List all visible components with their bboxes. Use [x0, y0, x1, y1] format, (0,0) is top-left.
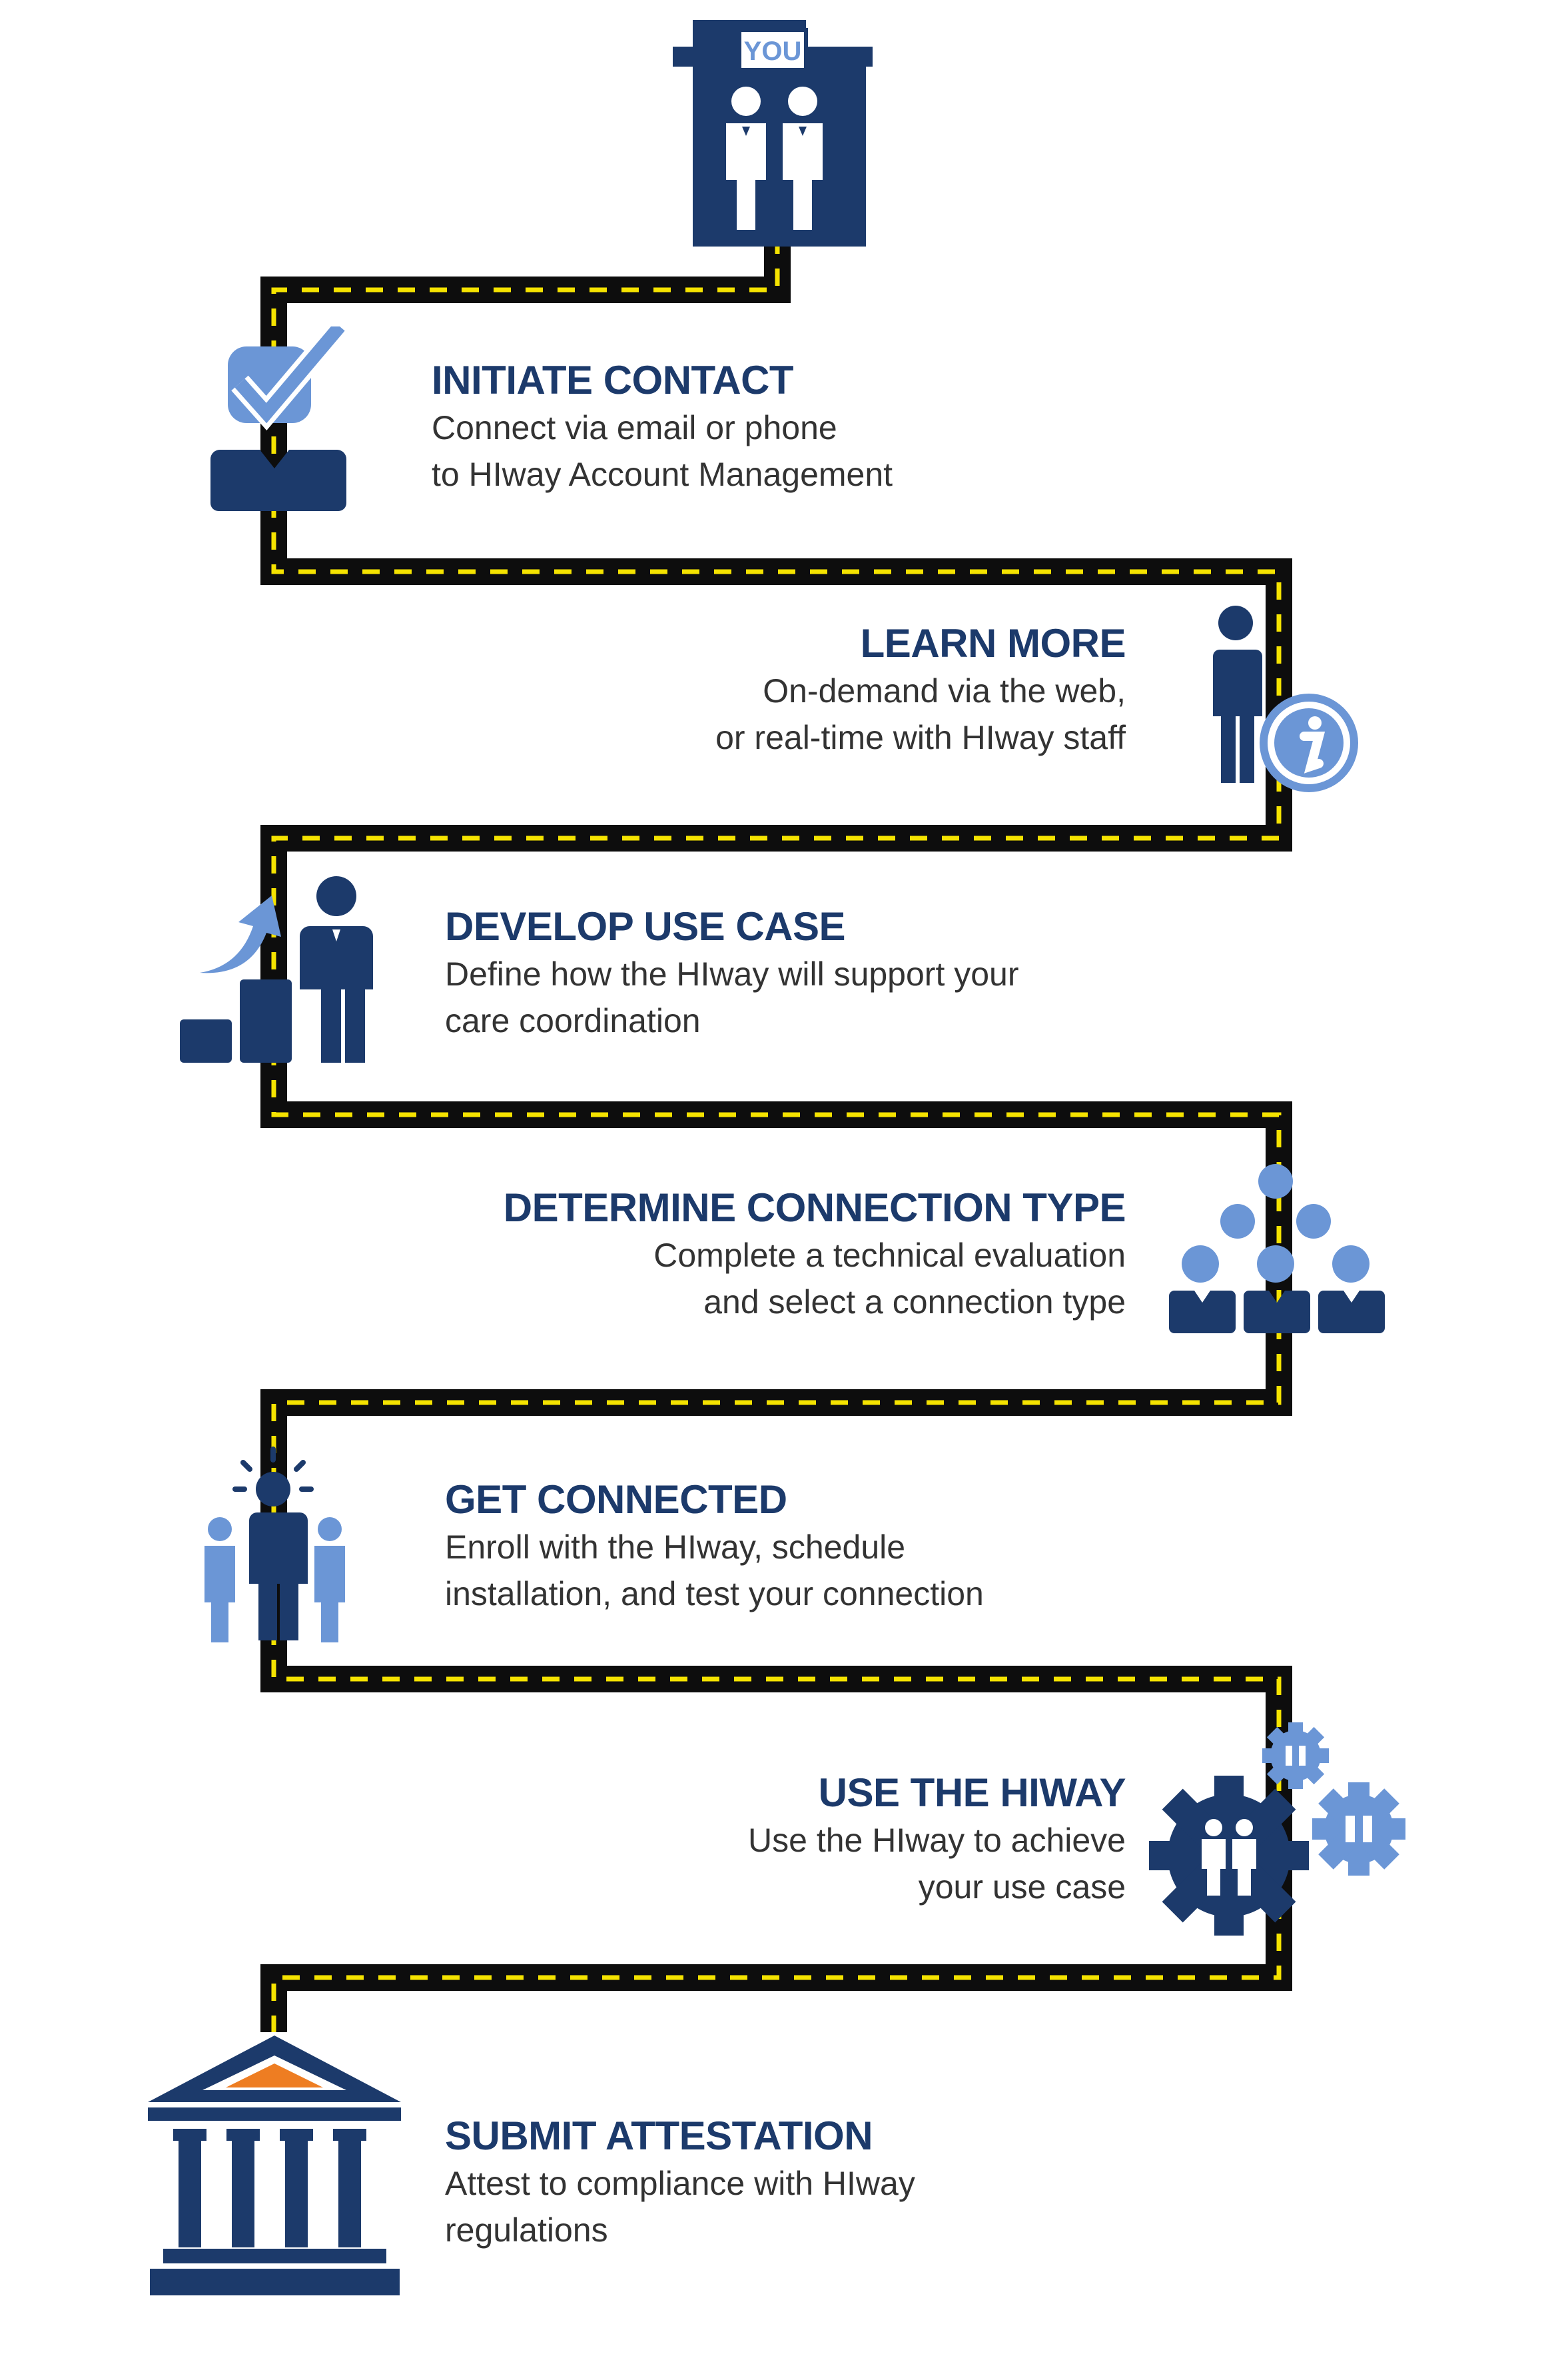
step-description-line: Complete a technical evaluation [653, 1237, 1126, 1274]
step-get-connected: GET CONNECTED Enroll with the HIway, sch… [445, 1476, 1178, 1617]
step-learn-more: LEARN MORE On-demand via the web, or rea… [393, 620, 1126, 761]
step-description: Define how the HIway will support your c… [445, 951, 1178, 1044]
step-description: Enroll with the HIway, schedule installa… [445, 1524, 1178, 1617]
step-description: Attest to compliance with HIway regulati… [445, 2160, 1178, 2253]
info-person-icon [1213, 606, 1358, 792]
step-description-line: and select a connection type [703, 1283, 1126, 1321]
step-initiate-contact: INITIATE CONTACT Connect via email or ph… [432, 356, 1164, 498]
step-submit-attestation: SUBMIT ATTESTATION Attest to compliance … [445, 2112, 1178, 2253]
step-title: INITIATE CONTACT [432, 358, 794, 402]
two-people [726, 87, 823, 230]
step-title: DETERMINE CONNECTION TYPE [503, 1185, 1126, 1230]
step-description-line: your use case [918, 1868, 1126, 1906]
step-description-line: or real-time with HIway staff [715, 719, 1126, 756]
step-description-line: care coordination [445, 1002, 701, 1039]
leader-group-icon [204, 1447, 345, 1642]
road-center-dashes [271, 237, 1282, 2032]
step-description-line: Define how the HIway will support your [445, 955, 1019, 993]
step-description-line: Enroll with the HIway, schedule [445, 1528, 906, 1566]
step-description: Use the HIway to achieve your use case [393, 1817, 1126, 1910]
step-description: On-demand via the web, or real-time with… [393, 668, 1126, 761]
step-description-line: Use the HIway to achieve [748, 1822, 1126, 1859]
step-description: Complete a technical evaluation and sele… [393, 1232, 1126, 1325]
growth-person-icon [180, 876, 373, 1063]
start-sign-icon: YOU [673, 20, 873, 247]
step-determine-connection-type: DETERMINE CONNECTION TYPE Complete a tec… [393, 1184, 1126, 1325]
network-people-icon [1169, 1164, 1385, 1333]
checkmark-person-icon [210, 326, 348, 511]
step-develop-use-case: DEVELOP USE CASE Define how the HIway wi… [445, 903, 1178, 1044]
step-description-line: to HIway Account Management [432, 456, 893, 493]
step-title: LEARN MORE [860, 621, 1126, 666]
institution-building-icon [148, 2036, 401, 2295]
start-sign-label: YOU [744, 37, 802, 66]
gears-people-icon [1149, 1722, 1405, 1936]
road-edge [260, 237, 1292, 2032]
step-description-line: installation, and test your connection [445, 1575, 984, 1612]
step-description-line: On-demand via the web, [763, 672, 1126, 710]
sign-body [693, 47, 866, 247]
step-title: USE THE HIWAY [818, 1770, 1126, 1815]
step-title: GET CONNECTED [445, 1477, 787, 1522]
step-description-line: Connect via email or phone [432, 409, 837, 446]
step-use-the-hiway: USE THE HIWAY Use the HIway to achieve y… [393, 1769, 1126, 1910]
step-description-line: Attest to compliance with HIway [445, 2165, 915, 2202]
step-description-line: regulations [445, 2211, 608, 2249]
step-description: Connect via email or phone to HIway Acco… [432, 404, 1164, 498]
step-title: DEVELOP USE CASE [445, 904, 846, 949]
sign-label-box [737, 28, 808, 72]
step-title: SUBMIT ATTESTATION [445, 2113, 873, 2158]
